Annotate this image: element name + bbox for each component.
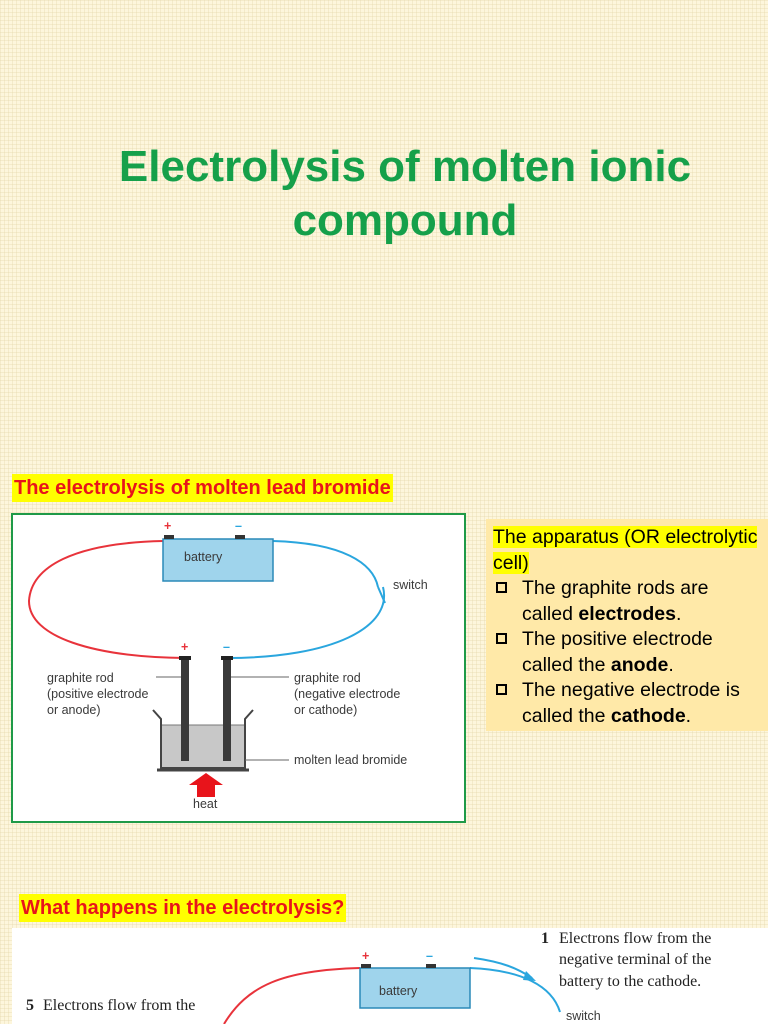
checkbox-square-icon [496, 684, 507, 695]
left-rod-label-line-1: graphite rod [47, 671, 114, 685]
negative-wire-top [272, 540, 379, 588]
battery-label: battery [184, 550, 223, 564]
battery-label: battery [379, 984, 418, 998]
apparatus-drawing [27, 535, 386, 797]
graphite-rod-positive [181, 659, 189, 761]
battery-minus-sign: – [235, 519, 242, 533]
switch-label: switch [393, 578, 428, 592]
negative-wire-bottom [226, 586, 386, 659]
battery-terminal-negative [426, 964, 436, 968]
left-rod-label-line-3: or anode) [47, 703, 101, 717]
apparatus-intro: The apparatus (OR electrolytic cell) [493, 526, 758, 574]
left-rod-label-line-2: (positive electrode [47, 687, 149, 701]
electron-flow-drawing [223, 957, 561, 1024]
bullet-anode: The positive electrode called the anode. [493, 627, 760, 678]
heat-label: heat [193, 797, 218, 811]
battery-plus-sign: + [164, 519, 172, 533]
negative-wire [469, 967, 561, 1013]
battery-terminal-positive [361, 964, 371, 968]
electrolysis-apparatus-diagram: battery + – switch + – graphite rod (pos… [11, 513, 466, 823]
step-1-line-1: Electrons flow from the [559, 930, 712, 947]
apparatus-bullet-list: The graphite rods are called electrodes.… [493, 576, 760, 729]
molten-liquid [162, 725, 244, 767]
heat-arrow [189, 773, 223, 797]
step-5-number: 5 [26, 997, 34, 1014]
switch-label: switch [566, 1009, 601, 1023]
rod-plus-sign: + [181, 640, 189, 654]
battery-box [162, 538, 274, 582]
apparatus-text-panel: The apparatus (OR electrolytic cell) The… [486, 519, 768, 731]
positive-wire [27, 540, 186, 659]
battery-minus-sign: – [426, 949, 433, 963]
bullet-cathode: The negative electrode is called the cat… [493, 678, 760, 729]
section-heading-lead-bromide: The electrolysis of molten lead bromide [12, 474, 393, 502]
electron-flow-arrowhead [523, 971, 536, 981]
section-heading-what-happens: What happens in the electrolysis? [19, 894, 347, 922]
electron-flow-diagram: battery + – switch 1 Electrons flow from… [12, 928, 768, 1024]
beaker [152, 709, 254, 769]
molten-lead-bromide-label: molten lead bromide [294, 753, 408, 767]
rod-minus-sign: – [223, 640, 230, 654]
graphite-rod-negative [223, 659, 231, 761]
bullet-electrodes: The graphite rods are called electrodes. [493, 576, 760, 627]
right-rod-label-line-3: or cathode) [294, 703, 358, 717]
step-1-line-2: negative terminal of the [559, 951, 712, 968]
right-rod-label-line-1: graphite rod [294, 671, 361, 685]
step-5-line-1: Electrons flow from the [43, 997, 196, 1014]
battery-box [359, 967, 471, 1009]
checkbox-square-icon [496, 633, 507, 644]
battery-terminal-negative [235, 535, 245, 539]
title-line-2: compound [292, 196, 518, 245]
right-rod-label-line-2: (negative electrode [294, 687, 401, 701]
battery-plus-sign: + [362, 949, 370, 963]
title-line-1: Electrolysis of molten ionic [118, 142, 692, 191]
step-1-number: 1 [541, 930, 549, 947]
page-title: Electrolysis of molten ionic compound [40, 140, 768, 248]
battery-terminal-positive [164, 535, 174, 539]
checkbox-square-icon [496, 582, 507, 593]
positive-wire [223, 967, 361, 1024]
step-1-line-3: battery to the cathode. [559, 973, 702, 990]
switch-lever [377, 586, 386, 604]
